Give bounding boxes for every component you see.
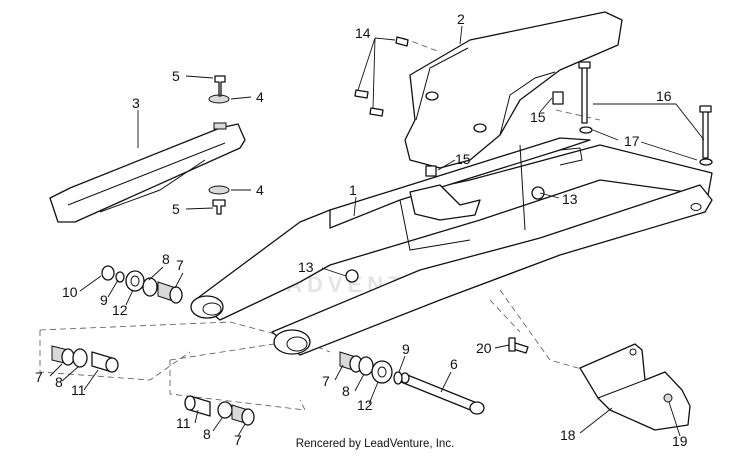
long-bolts bbox=[578, 61, 713, 166]
leader-lines bbox=[49, 25, 705, 437]
callout-4-top: 4 bbox=[256, 89, 264, 105]
callout-4-bottom: 4 bbox=[256, 182, 264, 198]
callout-12-right: 12 bbox=[357, 397, 373, 413]
render-credit: Rencered by LeadVenture, Inc. bbox=[295, 438, 455, 450]
callouts: 1 2 3 4 4 5 5 6 7 7 7 7 8 8 8 8 9 9 10 1… bbox=[35, 11, 688, 449]
callout-11-lower-left: 11 bbox=[71, 382, 86, 398]
slider-fasteners bbox=[208, 75, 230, 215]
chain-guard bbox=[404, 11, 623, 169]
callout-1: 1 bbox=[349, 182, 357, 198]
callout-8-left: 8 bbox=[162, 251, 170, 267]
bracket bbox=[579, 343, 691, 431]
callout-6: 6 bbox=[450, 356, 458, 372]
bearing-stack-left bbox=[101, 265, 183, 304]
callout-18: 18 bbox=[560, 427, 576, 443]
callout-13-left: 13 bbox=[298, 259, 314, 275]
callout-5-bottom: 5 bbox=[172, 201, 180, 217]
callout-3: 3 bbox=[132, 95, 140, 111]
callout-16: 16 bbox=[656, 88, 672, 104]
callout-13-right: 13 bbox=[562, 191, 578, 207]
callout-9-right: 9 bbox=[402, 341, 410, 357]
callout-7-left: 7 bbox=[176, 257, 184, 273]
callout-7-lower-left: 7 bbox=[35, 369, 43, 385]
screw-20 bbox=[508, 337, 529, 354]
callout-17: 17 bbox=[624, 133, 640, 149]
callout-5-top: 5 bbox=[172, 68, 180, 84]
callout-7-lower-center: 7 bbox=[234, 432, 242, 448]
callout-14: 14 bbox=[355, 25, 371, 41]
bearing-stack-lower-left bbox=[51, 345, 119, 373]
callout-10: 10 bbox=[62, 284, 78, 300]
callout-8-lower-center: 8 bbox=[203, 426, 211, 442]
callout-15-top: 15 bbox=[530, 109, 546, 125]
callout-19: 19 bbox=[672, 433, 688, 449]
chain-guard-bolts bbox=[354, 36, 564, 177]
swing-arm bbox=[190, 137, 713, 356]
pivot-shaft bbox=[400, 372, 485, 415]
bearing-stack-lower-center bbox=[184, 395, 255, 426]
callout-15-bottom: 15 bbox=[455, 151, 471, 167]
callout-9-left: 9 bbox=[100, 292, 108, 308]
callout-11-lower-center: 11 bbox=[176, 415, 191, 431]
callout-20: 20 bbox=[476, 340, 492, 356]
callout-8-lower-left: 8 bbox=[55, 374, 63, 390]
callout-8-right: 8 bbox=[342, 383, 350, 399]
bearing-stack-right bbox=[339, 351, 403, 385]
callout-12-left: 12 bbox=[112, 302, 128, 318]
callout-7-right: 7 bbox=[322, 373, 330, 389]
callout-2: 2 bbox=[457, 11, 465, 27]
chain-slider bbox=[49, 122, 246, 223]
